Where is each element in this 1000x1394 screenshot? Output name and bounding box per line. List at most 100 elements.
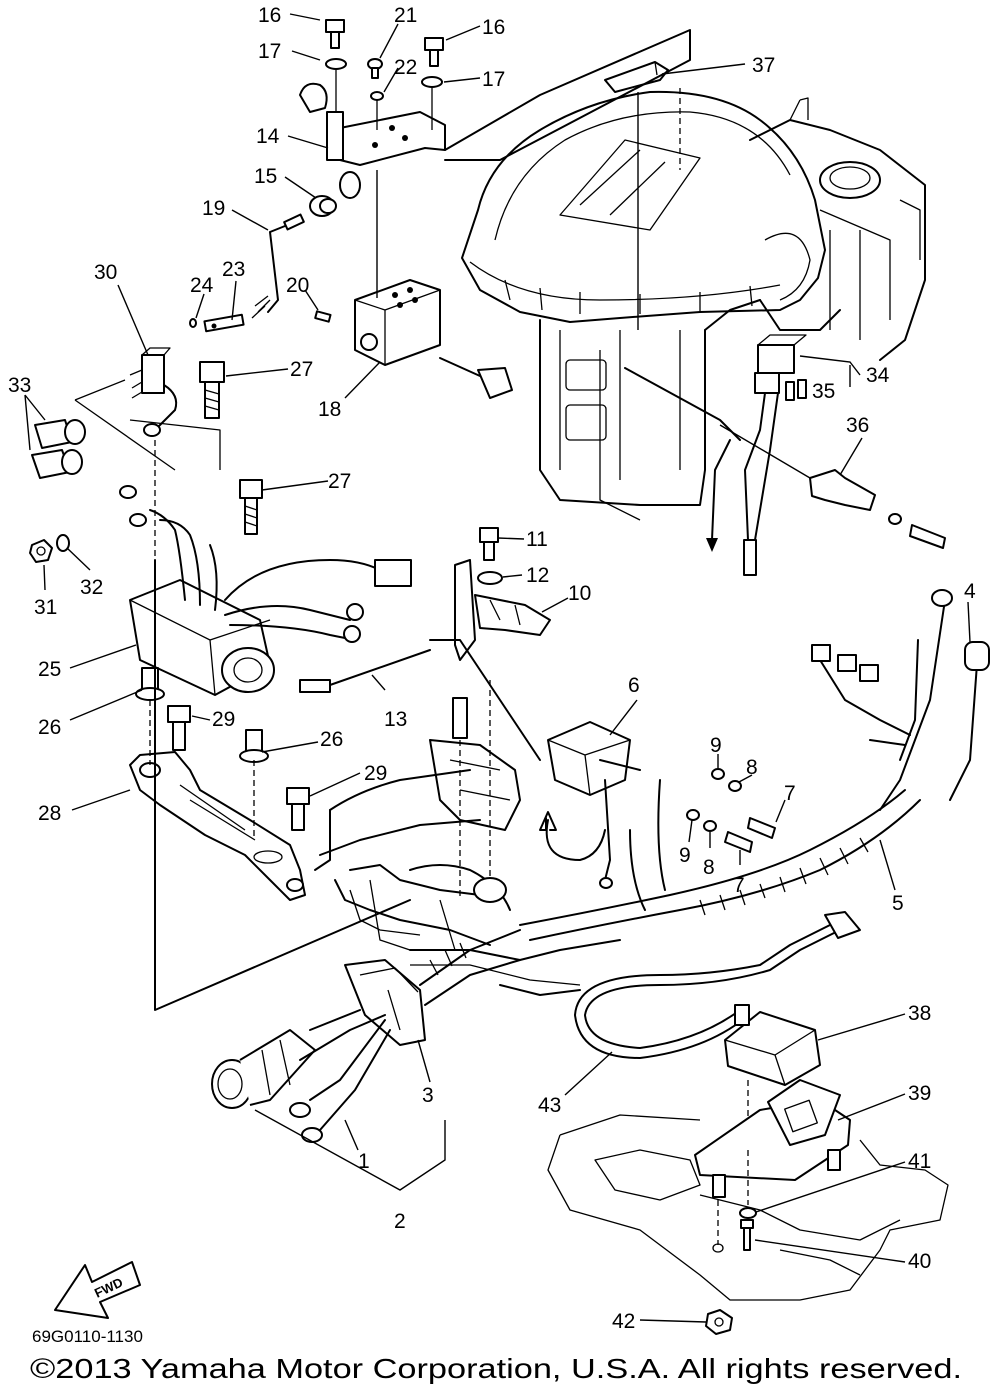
- part-22-washer: [370, 91, 384, 101]
- part-36-bracket: [809, 469, 946, 549]
- part-33-caps: [31, 419, 86, 479]
- callout-27: 27: [290, 358, 313, 381]
- part-28-bracket-plate: [129, 751, 306, 901]
- part-23-terminal: [203, 313, 245, 333]
- part-13-tie-wrap: [299, 649, 431, 693]
- callout-2: 2: [394, 1210, 406, 1233]
- part-41-washer: [739, 1207, 757, 1219]
- part-27-bolt-upper: [199, 361, 225, 419]
- part-37-clip: [604, 61, 669, 93]
- part-19-cable: [251, 213, 305, 319]
- part-17-washers: [325, 58, 443, 88]
- callout-33: 33: [8, 374, 31, 397]
- engine-block: [539, 97, 926, 521]
- callout-3: 3: [422, 1084, 434, 1107]
- part-11-bolt: [479, 527, 499, 561]
- part-3-grommet: [344, 929, 521, 1046]
- part-12-washer: [477, 571, 503, 585]
- callout-9: 9: [679, 844, 691, 867]
- callout-6: 6: [628, 674, 640, 697]
- callout-numbers: 16 17 21 16 22 17 37 14 15 19 30 23 24 2…: [8, 4, 976, 1333]
- callout-31: 31: [34, 596, 57, 619]
- callout-35: 35: [812, 380, 835, 403]
- part-38-switch: [724, 1004, 821, 1086]
- callout-7: 7: [733, 874, 745, 897]
- part-21-screw: [367, 58, 383, 79]
- copyright-notice: ©2013 Yamaha Motor Corporation, U.S.A. A…: [30, 1353, 962, 1384]
- fwd-arrow-icon: FWD: [54, 1261, 141, 1319]
- part-18-switch: [354, 279, 513, 399]
- part-20-pin: [314, 310, 332, 323]
- part-5-main-harness: [519, 779, 921, 941]
- part-1-leads: [289, 1019, 391, 1143]
- callout-7: 7: [784, 782, 796, 805]
- callout-11: 11: [526, 528, 548, 551]
- part-16-bolt-left: [325, 19, 345, 49]
- callout-21: 21: [394, 4, 417, 27]
- callout-25: 25: [38, 658, 61, 681]
- callout-12: 12: [526, 564, 549, 587]
- callout-29: 29: [364, 762, 387, 785]
- callout-34: 34: [866, 364, 890, 387]
- callout-13: 13: [384, 708, 407, 731]
- callout-43: 43: [538, 1094, 561, 1117]
- callout-8: 8: [746, 756, 758, 779]
- callout-22: 22: [394, 56, 417, 79]
- part-32-washer: [56, 534, 70, 552]
- callout-9: 9: [710, 734, 722, 757]
- part-14-bracket: [339, 111, 446, 166]
- callout-5: 5: [892, 892, 904, 915]
- part-25-cdi-unit: [119, 485, 412, 696]
- callout-16: 16: [258, 4, 281, 27]
- part-31-nut: [29, 539, 53, 563]
- callout-1: 1: [358, 1150, 370, 1173]
- lower-case-frame: [314, 697, 621, 996]
- callout-17: 17: [258, 40, 281, 63]
- callout-29: 29: [212, 708, 235, 731]
- part-clamp-ring: [299, 82, 361, 199]
- part-15-grommet: [309, 195, 337, 217]
- callout-24: 24: [190, 274, 214, 297]
- callout-39: 39: [908, 1082, 931, 1105]
- parts-7-8-9-hardware: [686, 768, 776, 853]
- part-2-plug-assy: [211, 1009, 386, 1109]
- callout-20: 20: [286, 274, 309, 297]
- part-42-nut: [705, 1309, 733, 1335]
- callout-14: 14: [256, 125, 280, 148]
- diagram-code: 69G0110-1130: [32, 1327, 143, 1346]
- callout-10: 10: [568, 582, 591, 605]
- part-43-cable: [574, 911, 861, 1059]
- part-27-bolt-lower: [239, 479, 263, 535]
- callout-32: 32: [80, 576, 103, 599]
- callout-37: 37: [752, 54, 775, 77]
- part-16-bolt-right: [424, 37, 444, 67]
- part-35-fuses: [785, 379, 807, 401]
- bottom-cowling-base: [547, 1114, 949, 1301]
- callout-40: 40: [908, 1250, 931, 1273]
- callout-leaders: [43, 13, 971, 1323]
- part-34-relay: [743, 334, 807, 576]
- callout-41: 41: [908, 1150, 931, 1173]
- part-39-bracket: [694, 1079, 851, 1198]
- callout-36: 36: [846, 414, 869, 437]
- engine-flywheel-cover: [461, 90, 826, 323]
- part-24-pin: [189, 318, 197, 328]
- callout-42: 42: [612, 1310, 635, 1333]
- callout-4: 4: [964, 580, 976, 603]
- callout-23: 23: [222, 258, 245, 281]
- callout-38: 38: [908, 1002, 931, 1025]
- callout-16: 16: [482, 16, 505, 39]
- part-30-switch: [129, 347, 178, 437]
- callout-26: 26: [38, 716, 61, 739]
- part-4-wire-harness-leads: [811, 589, 990, 811]
- part-6-rectifier: [547, 721, 641, 889]
- part-40-screw: [740, 1219, 754, 1251]
- part-29-bolts: [167, 705, 310, 831]
- callout-8: 8: [703, 856, 715, 879]
- callout-15: 15: [254, 165, 277, 188]
- callout-17: 17: [482, 68, 505, 91]
- callout-26: 26: [320, 728, 343, 751]
- part-10-bracket: [454, 559, 551, 661]
- callout-28: 28: [38, 802, 61, 825]
